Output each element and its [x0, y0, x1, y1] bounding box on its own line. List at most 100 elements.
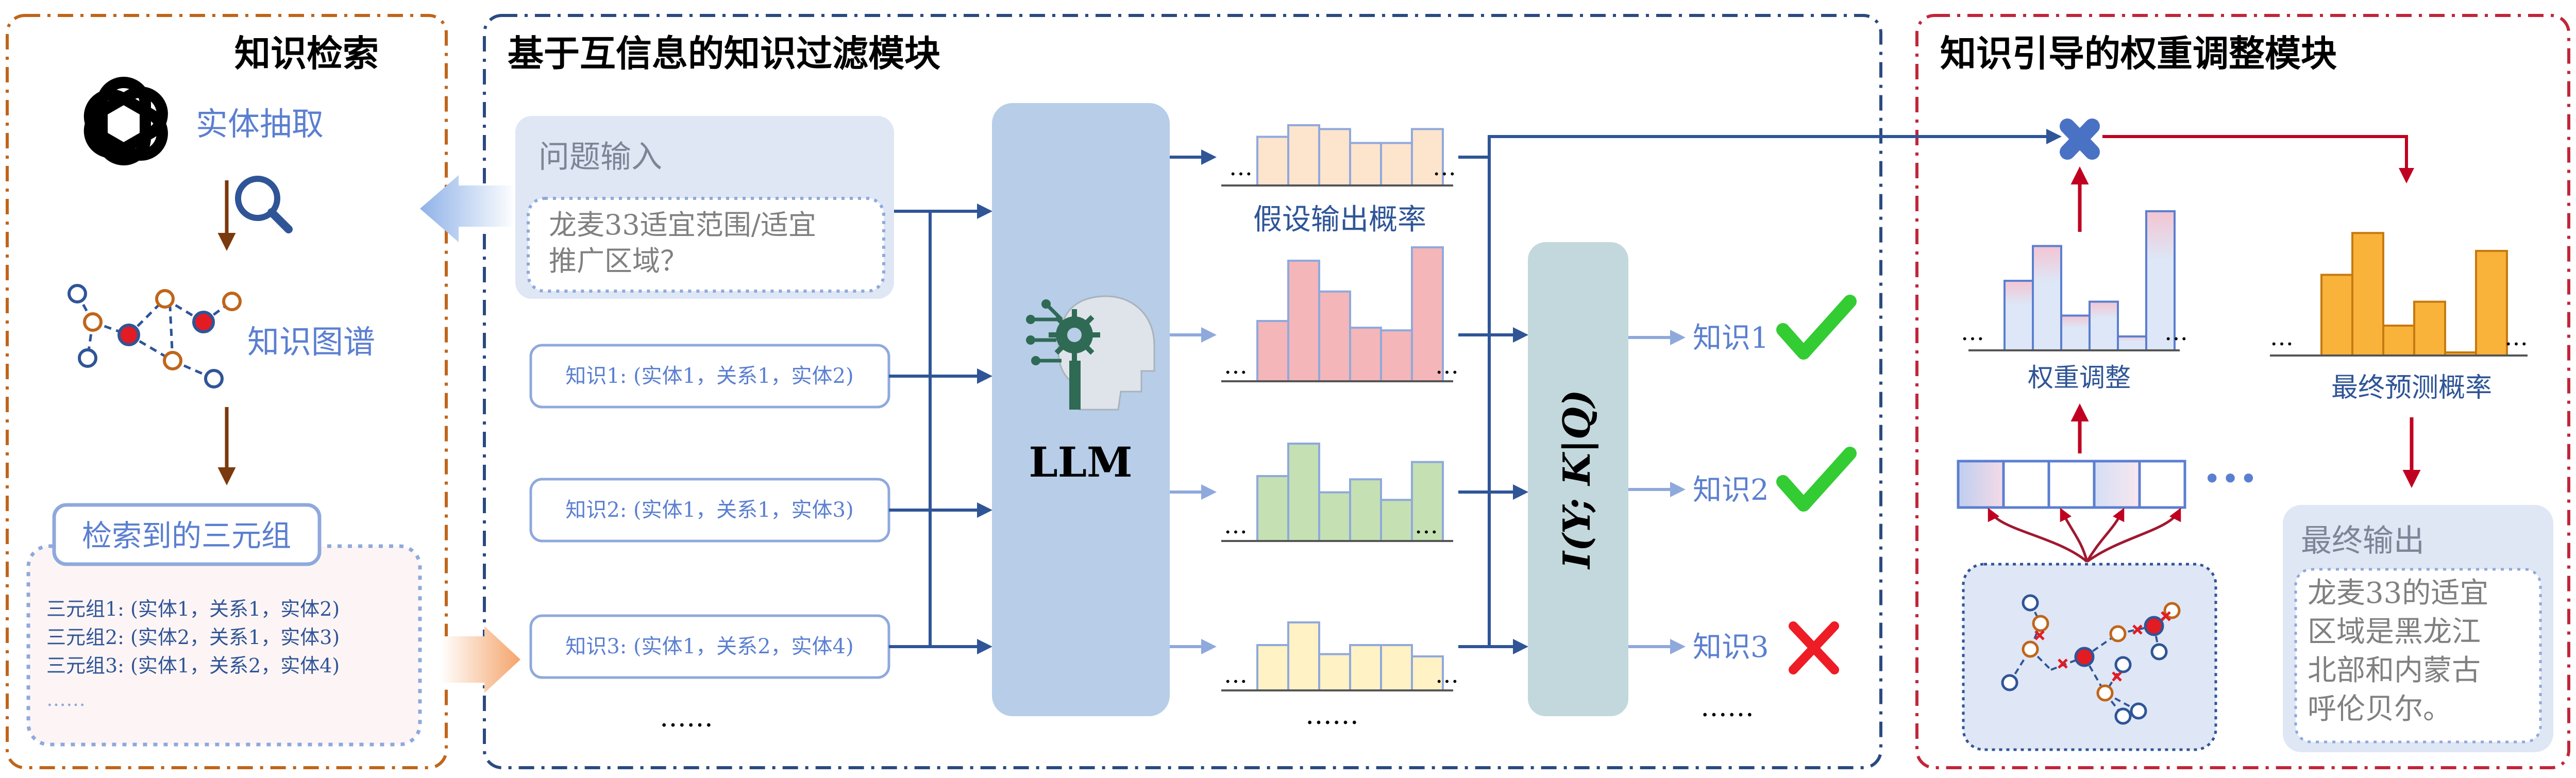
knowledge-more-label: …… [660, 702, 713, 733]
triples-title-box [52, 503, 322, 566]
question-text-line: 龙麦33适宜范围/适宜 [549, 209, 816, 241]
triple-row-more: …… [46, 688, 86, 711]
final-output-text-box [2294, 568, 2542, 743]
retrieval-panel-title: 知识检索 [234, 32, 379, 75]
histogram-baselines [1221, 184, 1453, 691]
ellipsis: … [1224, 661, 1248, 688]
histogram-bar [2382, 325, 2415, 357]
vector-more: ••• [2203, 461, 2258, 497]
final-output-title: 最终输出 [2301, 523, 2425, 559]
histogram-bar [1380, 644, 1413, 691]
arrow-multiply-to-final [2102, 135, 2414, 183]
histogram-bar [2060, 314, 2091, 351]
llm-label: LLM [1029, 438, 1132, 486]
final-output-line: 呼伦贝尔。 [2308, 692, 2452, 726]
histogram-bar [2003, 280, 2034, 351]
histogram-bar [2475, 250, 2508, 357]
triple-row: 三元组1: (实体1，关系1，实体2) [46, 598, 340, 620]
retrieval-panel-border [6, 14, 448, 769]
histogram-bar [1349, 142, 1382, 187]
cross-icon [1789, 621, 1839, 674]
histogram-bar [2117, 335, 2147, 351]
connectors-to-mi [1458, 135, 1917, 654]
subgraph-to-vector-arrows [1988, 508, 2181, 563]
ellipsis: … [1229, 153, 1253, 181]
knowledge-out-more: …… [1701, 692, 1754, 723]
histogram-bar [1318, 653, 1351, 691]
histogram-bar [1287, 621, 1320, 691]
final-probability-label: 最终预测概率 [2331, 373, 2492, 403]
histogram-bar [2413, 300, 2446, 357]
openai-logo-icon [83, 77, 168, 165]
ellipsis: … [1415, 511, 1438, 539]
histogram-bar [1287, 124, 1320, 187]
question-title: 问题输入 [538, 139, 662, 175]
final-output-line: 龙麦33的适宜 [2308, 577, 2488, 610]
weight-vector-cell [2093, 460, 2141, 509]
knowledge-graph-label: 知识图谱 [247, 323, 375, 361]
ellipsis: … [1224, 511, 1248, 539]
ellipsis: … [1961, 318, 1984, 346]
histogram-bar [1256, 136, 1289, 187]
hypothesis-output-label: 假设输出概率 [1253, 203, 1426, 236]
knowledge-out-label: 知识1 [1693, 322, 1769, 355]
weight-panel-title: 知识引导的权重调整模块 [1940, 32, 2337, 75]
big-arrow-triples-to-knowledge [441, 626, 520, 693]
knowledge1-histogram [1256, 246, 1444, 383]
weight-vector [1957, 460, 2186, 509]
knowledge-out-label: 知识3 [1693, 631, 1769, 664]
final-output-line: 区域是黑龙江 [2308, 615, 2481, 649]
mutual-information-box [1528, 242, 1628, 716]
knowledge-out-label: 知识2 [1693, 473, 1769, 507]
histogram-bar [2351, 232, 2384, 357]
multiply-icon [2060, 119, 2100, 160]
mutual-information-label: I(Y; K|Q) [1555, 390, 1598, 569]
ellipsis: … [1435, 351, 1459, 379]
histogram-bar [1349, 478, 1382, 542]
histogram-bar [1318, 290, 1351, 382]
check-icon [1776, 295, 1857, 360]
entity-extraction-label: 实体抽取 [196, 105, 324, 143]
histogram-bar [1349, 327, 1382, 382]
weight-panel-border [1915, 14, 2570, 769]
weight-vector-cell [2138, 460, 2186, 509]
histogram-bar [1318, 491, 1351, 542]
histogram-bar [1256, 475, 1289, 542]
histogram-bar [1380, 142, 1413, 187]
question-text-box [527, 197, 885, 293]
ellipsis: … [1433, 153, 1456, 181]
histogram-bar [1256, 320, 1289, 382]
histogram-bar [1349, 644, 1382, 691]
knowledge-item-label: 知识3: (实体1，关系2，实体4) [565, 635, 853, 658]
histogram-bar [1287, 443, 1320, 542]
histogram-bar [1380, 329, 1413, 383]
histogram-bar [2032, 245, 2062, 351]
final-output-line: 北部和内蒙古 [2308, 654, 2481, 687]
search-icon [235, 176, 293, 233]
weight-vector-cell [1957, 460, 2005, 509]
check-icon [1776, 447, 1857, 512]
weight-vector-cell [2002, 460, 2050, 509]
knowledge3-histogram [1256, 621, 1444, 691]
ellipsis: … [2164, 318, 2188, 346]
question-text-line: 推广区域？ [549, 245, 688, 277]
llm-output-arrows [1170, 149, 1217, 654]
ai-head-icon [1026, 295, 1155, 411]
triples-title: 检索到的三元组 [82, 518, 291, 553]
filter-panel-title: 基于互信息的知识过滤模块 [508, 32, 940, 75]
connectors-to-llm [889, 204, 992, 654]
column-more-label: …… [1305, 700, 1359, 731]
hypothesis-histogram [1256, 124, 1444, 187]
final-probability-histogram [2320, 232, 2508, 357]
histogram-bar [1380, 499, 1413, 543]
ellipsis: … [2504, 323, 2528, 351]
big-arrow-question-to-retrieval [420, 175, 515, 242]
triple-row: 三元组2: (实体2，关系1，实体3) [46, 626, 340, 649]
ellipsis: … [1435, 661, 1459, 688]
histogram-bar [1318, 128, 1351, 187]
weighted-histogram [2003, 210, 2176, 351]
mi-output-arrows [1628, 330, 1686, 654]
triple-row: 三元组3: (实体1，关系2，实体4) [46, 654, 340, 677]
knowledge-item-label: 知识1: (实体1，关系1，实体2) [565, 364, 853, 388]
